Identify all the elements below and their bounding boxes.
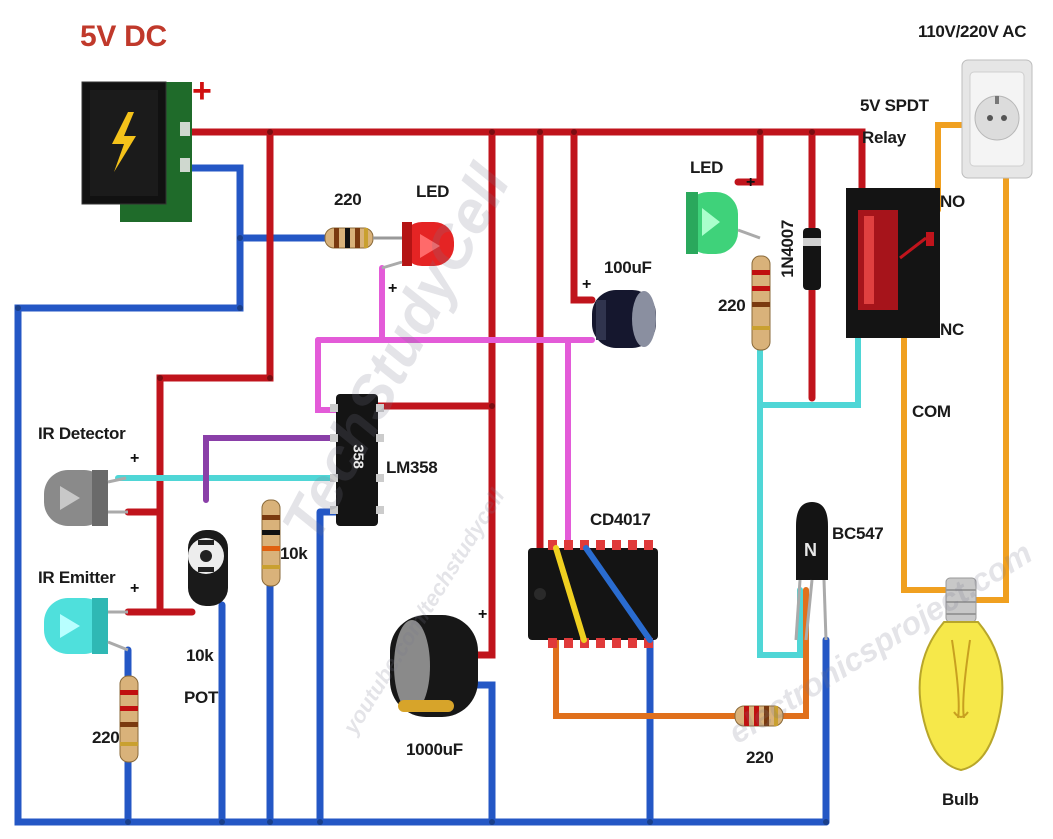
r4-label: 220 — [746, 748, 774, 767]
r3-label: 220 — [92, 728, 120, 747]
ir-emitter-label: IR Emitter — [38, 568, 116, 587]
relay-label-line1: 5V SPDT — [860, 96, 929, 115]
dc-plus-sign: + — [192, 72, 212, 110]
ac-socket — [961, 59, 1033, 179]
potentiometer — [188, 530, 228, 606]
capacitor-100uf — [592, 290, 656, 348]
led-red-plus: + — [388, 280, 398, 297]
ir-emitter-plus: + — [130, 580, 140, 597]
ac-label: 110V/220V AC — [918, 22, 1027, 41]
ir-detector-plus: + — [130, 450, 140, 467]
wire-joints — [157, 129, 815, 409]
relay-com-label: COM — [912, 402, 951, 421]
r2-label: 220 — [718, 296, 746, 315]
relay-label-line2: Relay — [862, 128, 906, 147]
diode-1n4007 — [803, 228, 821, 290]
relay — [846, 188, 940, 338]
bulb — [918, 577, 1004, 772]
cap-big-plus: + — [478, 606, 488, 623]
lightning-icon — [112, 112, 136, 172]
bulb-label: Bulb — [942, 790, 979, 809]
ground-joints — [15, 235, 829, 825]
ir-detector — [44, 470, 128, 526]
purple-wires — [203, 435, 341, 503]
capacitor-1000uf — [390, 615, 478, 717]
resistor-r2 — [751, 255, 771, 351]
dc-power-module — [81, 81, 192, 222]
transistor-marking: N — [804, 540, 817, 560]
cap-small-label: 100uF — [604, 258, 652, 277]
ir-detector-label: IR Detector — [38, 424, 126, 443]
lm358-chip — [330, 394, 384, 526]
led-green — [686, 192, 761, 254]
relay-nc-label: NC — [940, 320, 964, 339]
ir-emitter — [44, 598, 129, 654]
cd4017-chip — [528, 540, 658, 648]
led-red-label: LED — [416, 182, 450, 201]
r1-label: 220 — [334, 190, 362, 209]
lm358-marking: 358 — [349, 444, 367, 469]
r10k-label: 10k — [280, 544, 308, 563]
diode-label: 1N4007 — [778, 220, 797, 278]
led-green-plus: + — [746, 174, 756, 191]
resistor-r3 — [119, 675, 139, 763]
bc547-label: BC547 — [832, 524, 884, 543]
resistor-r4 — [734, 705, 784, 727]
cd4017-label: CD4017 — [590, 510, 651, 529]
cap-small-plus: + — [582, 276, 592, 293]
cap-big-label: 1000uF — [406, 740, 463, 759]
pot-label-value: 10k — [186, 646, 214, 665]
bc547-transistor — [794, 502, 828, 641]
resistor-10k — [261, 499, 281, 587]
led-green-label: LED — [690, 158, 724, 177]
led-red — [381, 222, 454, 270]
resistor-r1 — [324, 227, 402, 249]
cyan-wires — [115, 327, 861, 658]
diagram-title: 5V DC — [80, 20, 167, 53]
pot-label-name: POT — [184, 688, 219, 707]
relay-no-label: NO — [940, 192, 965, 211]
supply-wires — [124, 128, 866, 659]
ground-wires — [14, 164, 830, 826]
lm358-label: LM358 — [386, 458, 438, 477]
